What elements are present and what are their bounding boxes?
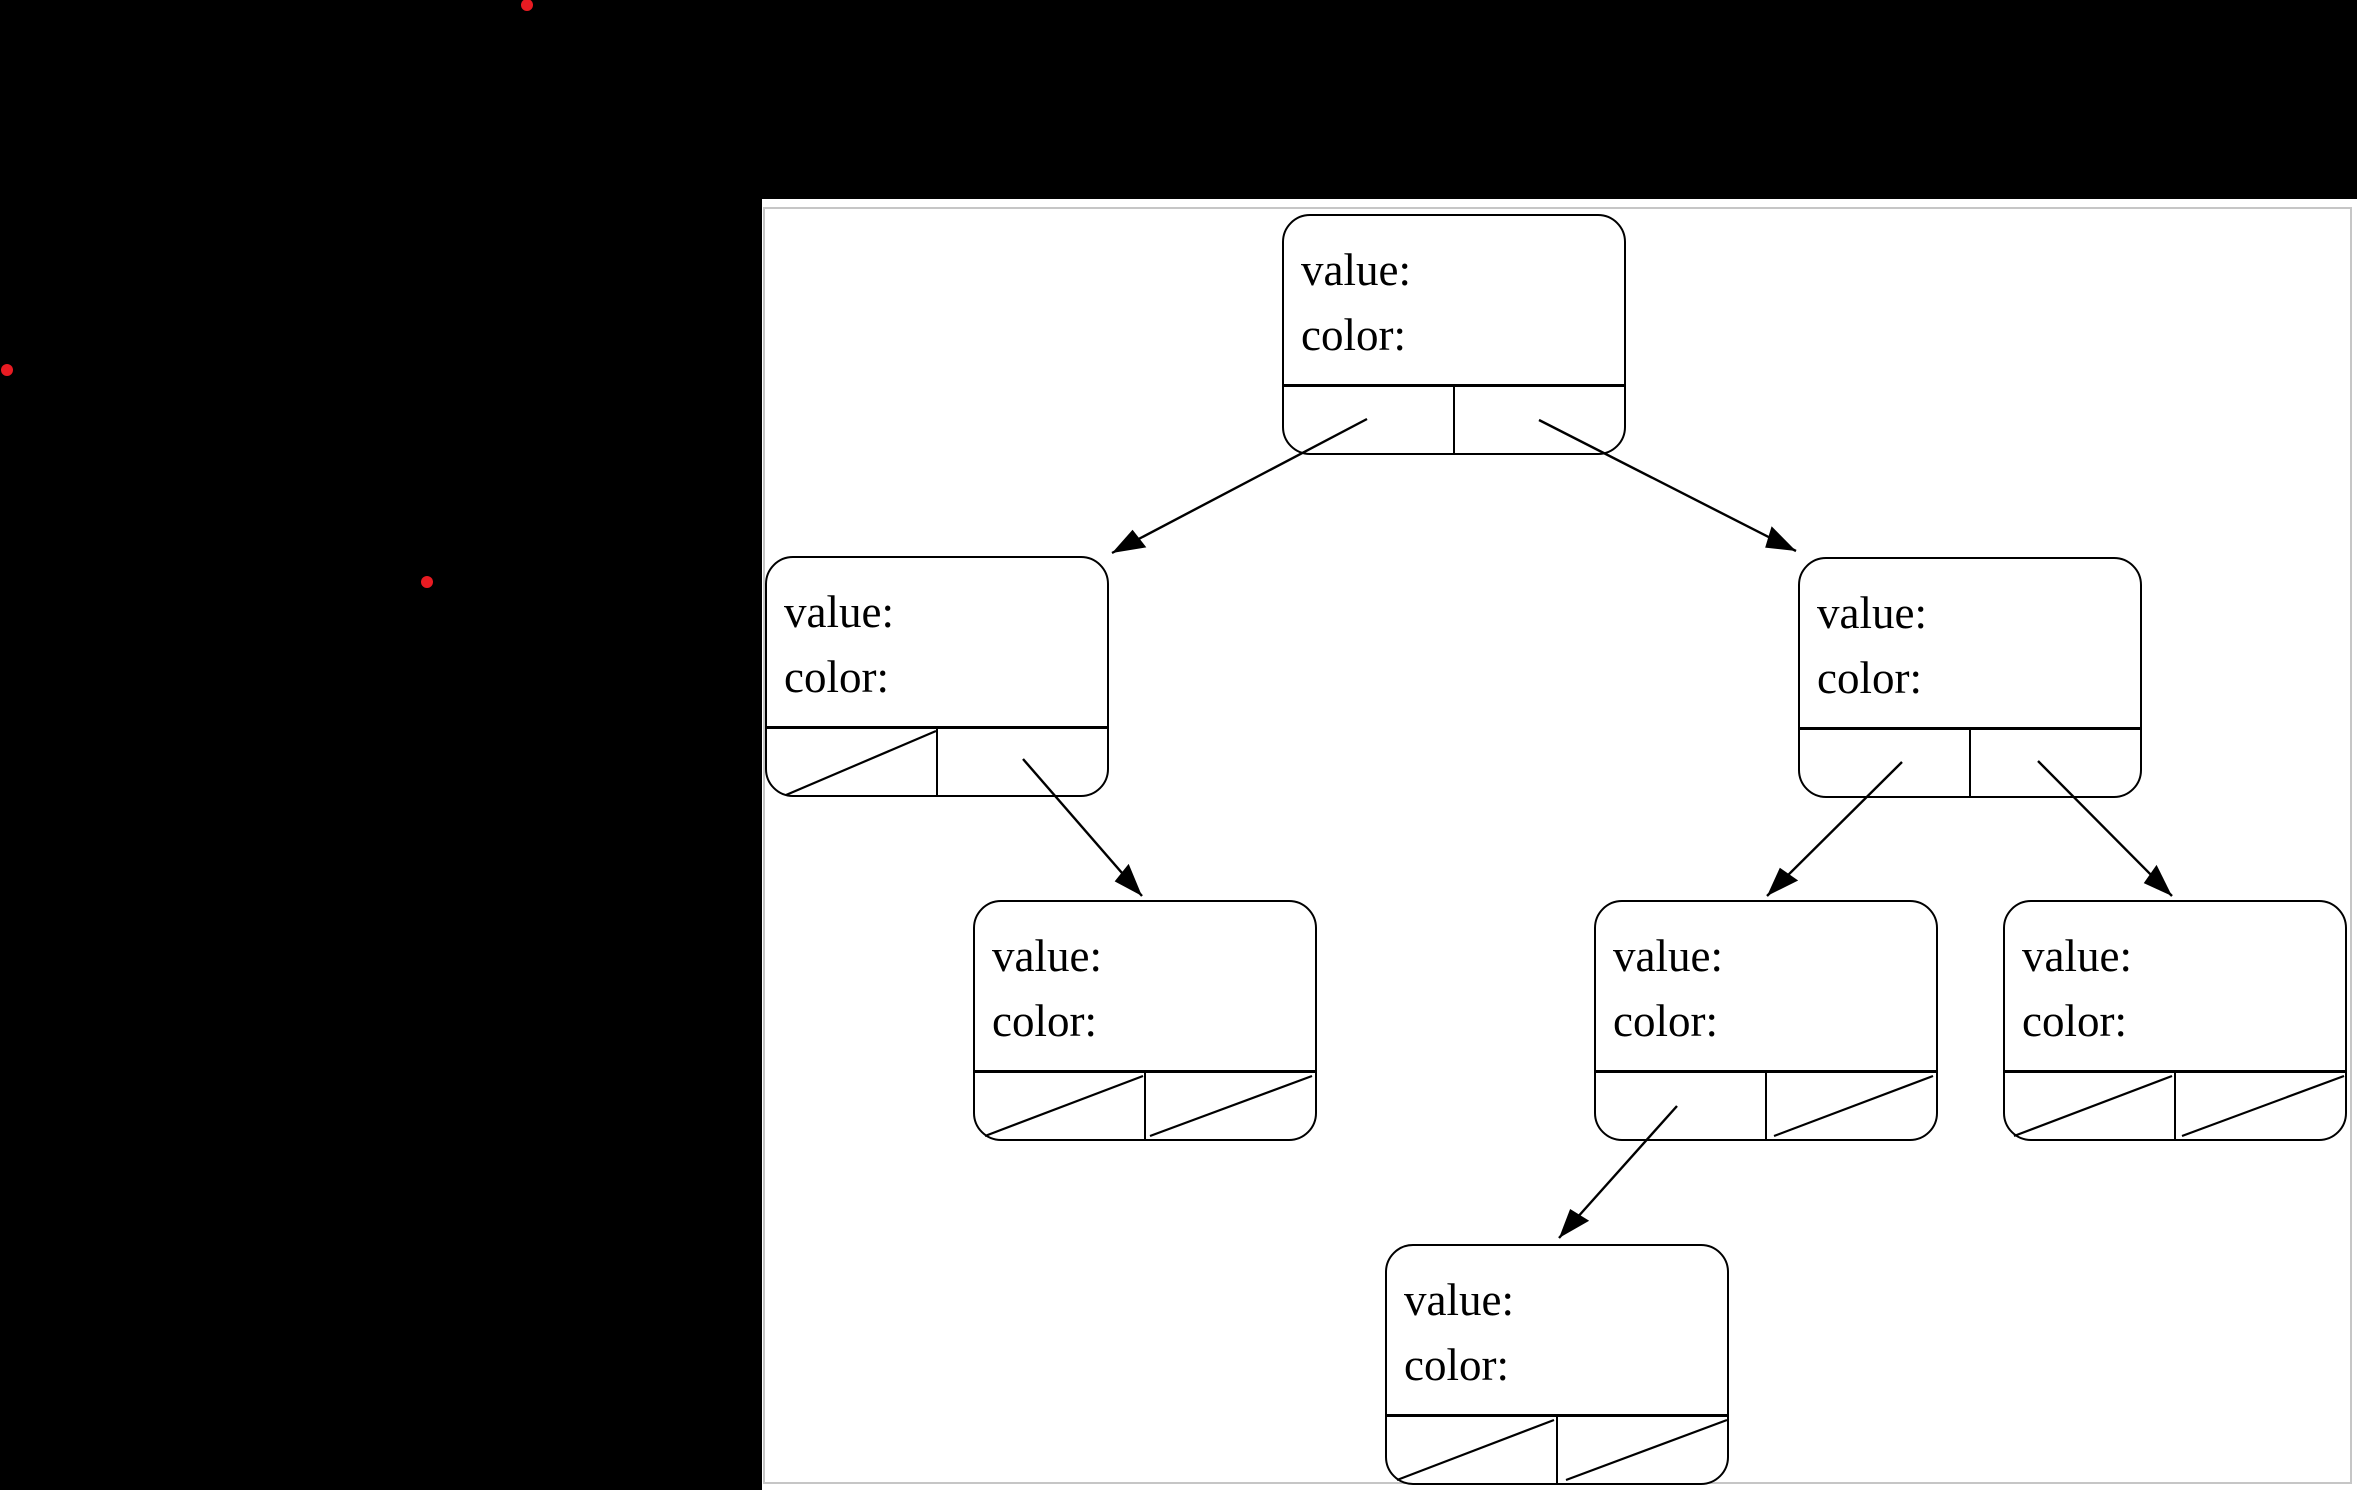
tree-node-left: value: color: <box>765 556 1109 797</box>
pointer-row <box>767 726 1107 795</box>
color-label: color: <box>784 652 889 702</box>
value-label: value: <box>784 587 894 637</box>
pointer-row <box>1387 1414 1727 1483</box>
color-label: color: <box>1613 996 1718 1046</box>
value-label: value: <box>1817 588 1927 638</box>
pointer-row <box>1596 1070 1936 1139</box>
pointer-row <box>1800 727 2140 796</box>
tree-node-right-left: value: color: <box>1594 900 1938 1141</box>
right-pointer-cell <box>938 729 1107 795</box>
value-label: value: <box>1301 245 1411 295</box>
pointer-row <box>2005 1070 2345 1139</box>
pointer-row <box>975 1070 1315 1139</box>
left-pointer-cell <box>1800 730 1971 796</box>
left-pointer-cell <box>767 729 938 795</box>
value-label: value: <box>1613 931 1723 981</box>
red-dot-top <box>521 0 533 11</box>
right-pointer-cell <box>1455 387 1624 453</box>
right-pointer-cell <box>1767 1073 1936 1139</box>
right-pointer-cell <box>1558 1417 1727 1483</box>
right-pointer-cell <box>1971 730 2140 796</box>
pointer-row <box>1284 384 1624 453</box>
left-pointer-cell <box>1284 387 1455 453</box>
right-pointer-cell <box>1146 1073 1315 1139</box>
right-pointer-cell <box>2176 1073 2345 1139</box>
tree-node-left-right: value: color: <box>973 900 1317 1141</box>
color-label: color: <box>1404 1340 1509 1390</box>
value-label: value: <box>2022 931 2132 981</box>
color-label: color: <box>1817 653 1922 703</box>
left-pointer-cell <box>1387 1417 1558 1483</box>
color-label: color: <box>1301 310 1406 360</box>
tree-node-right: value: color: <box>1798 557 2142 798</box>
tree-node-right-left-left: value: color: <box>1385 1244 1729 1485</box>
left-pointer-cell <box>2005 1073 2176 1139</box>
red-dot-left <box>1 364 13 376</box>
tree-node-root: value: color: <box>1282 214 1626 455</box>
red-dot-middle <box>421 576 433 588</box>
left-pointer-cell <box>975 1073 1146 1139</box>
tree-node-right-right: value: color: <box>2003 900 2347 1141</box>
color-label: color: <box>992 996 1097 1046</box>
value-label: value: <box>1404 1275 1514 1325</box>
value-label: value: <box>992 931 1102 981</box>
color-label: color: <box>2022 996 2127 1046</box>
left-pointer-cell <box>1596 1073 1767 1139</box>
